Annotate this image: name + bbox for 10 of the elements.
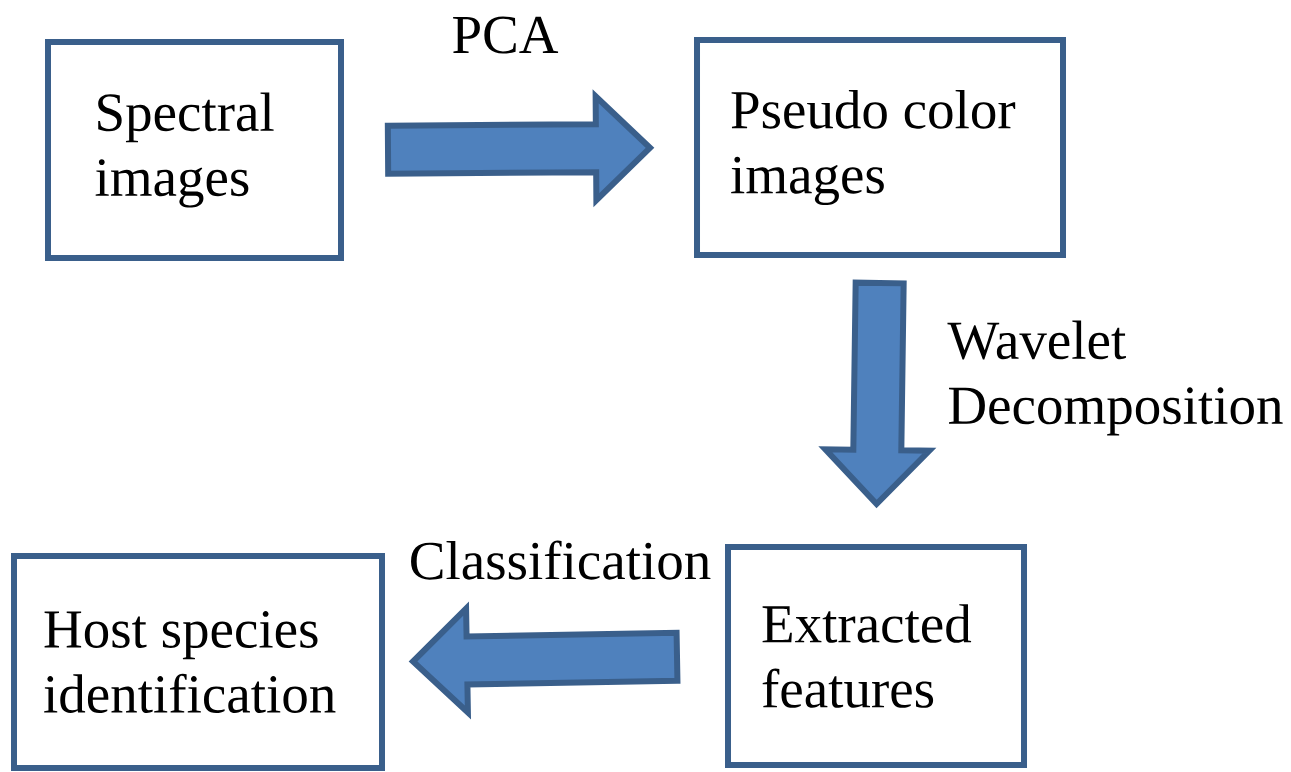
edge-label: PCA [453, 16, 559, 54]
process-box: Spectral images [45, 39, 344, 261]
block-arrow [384, 89, 655, 208]
block-arrow [818, 279, 937, 509]
process-box: Pseudo color images [694, 37, 1066, 258]
process-box: Extracted features [725, 544, 1027, 768]
block-arrow [408, 601, 681, 720]
edge-label: Wavelet Decomposition [947, 320, 1283, 436]
process-box: Host species identification [11, 553, 385, 771]
edge-label: Classification [411, 540, 711, 580]
